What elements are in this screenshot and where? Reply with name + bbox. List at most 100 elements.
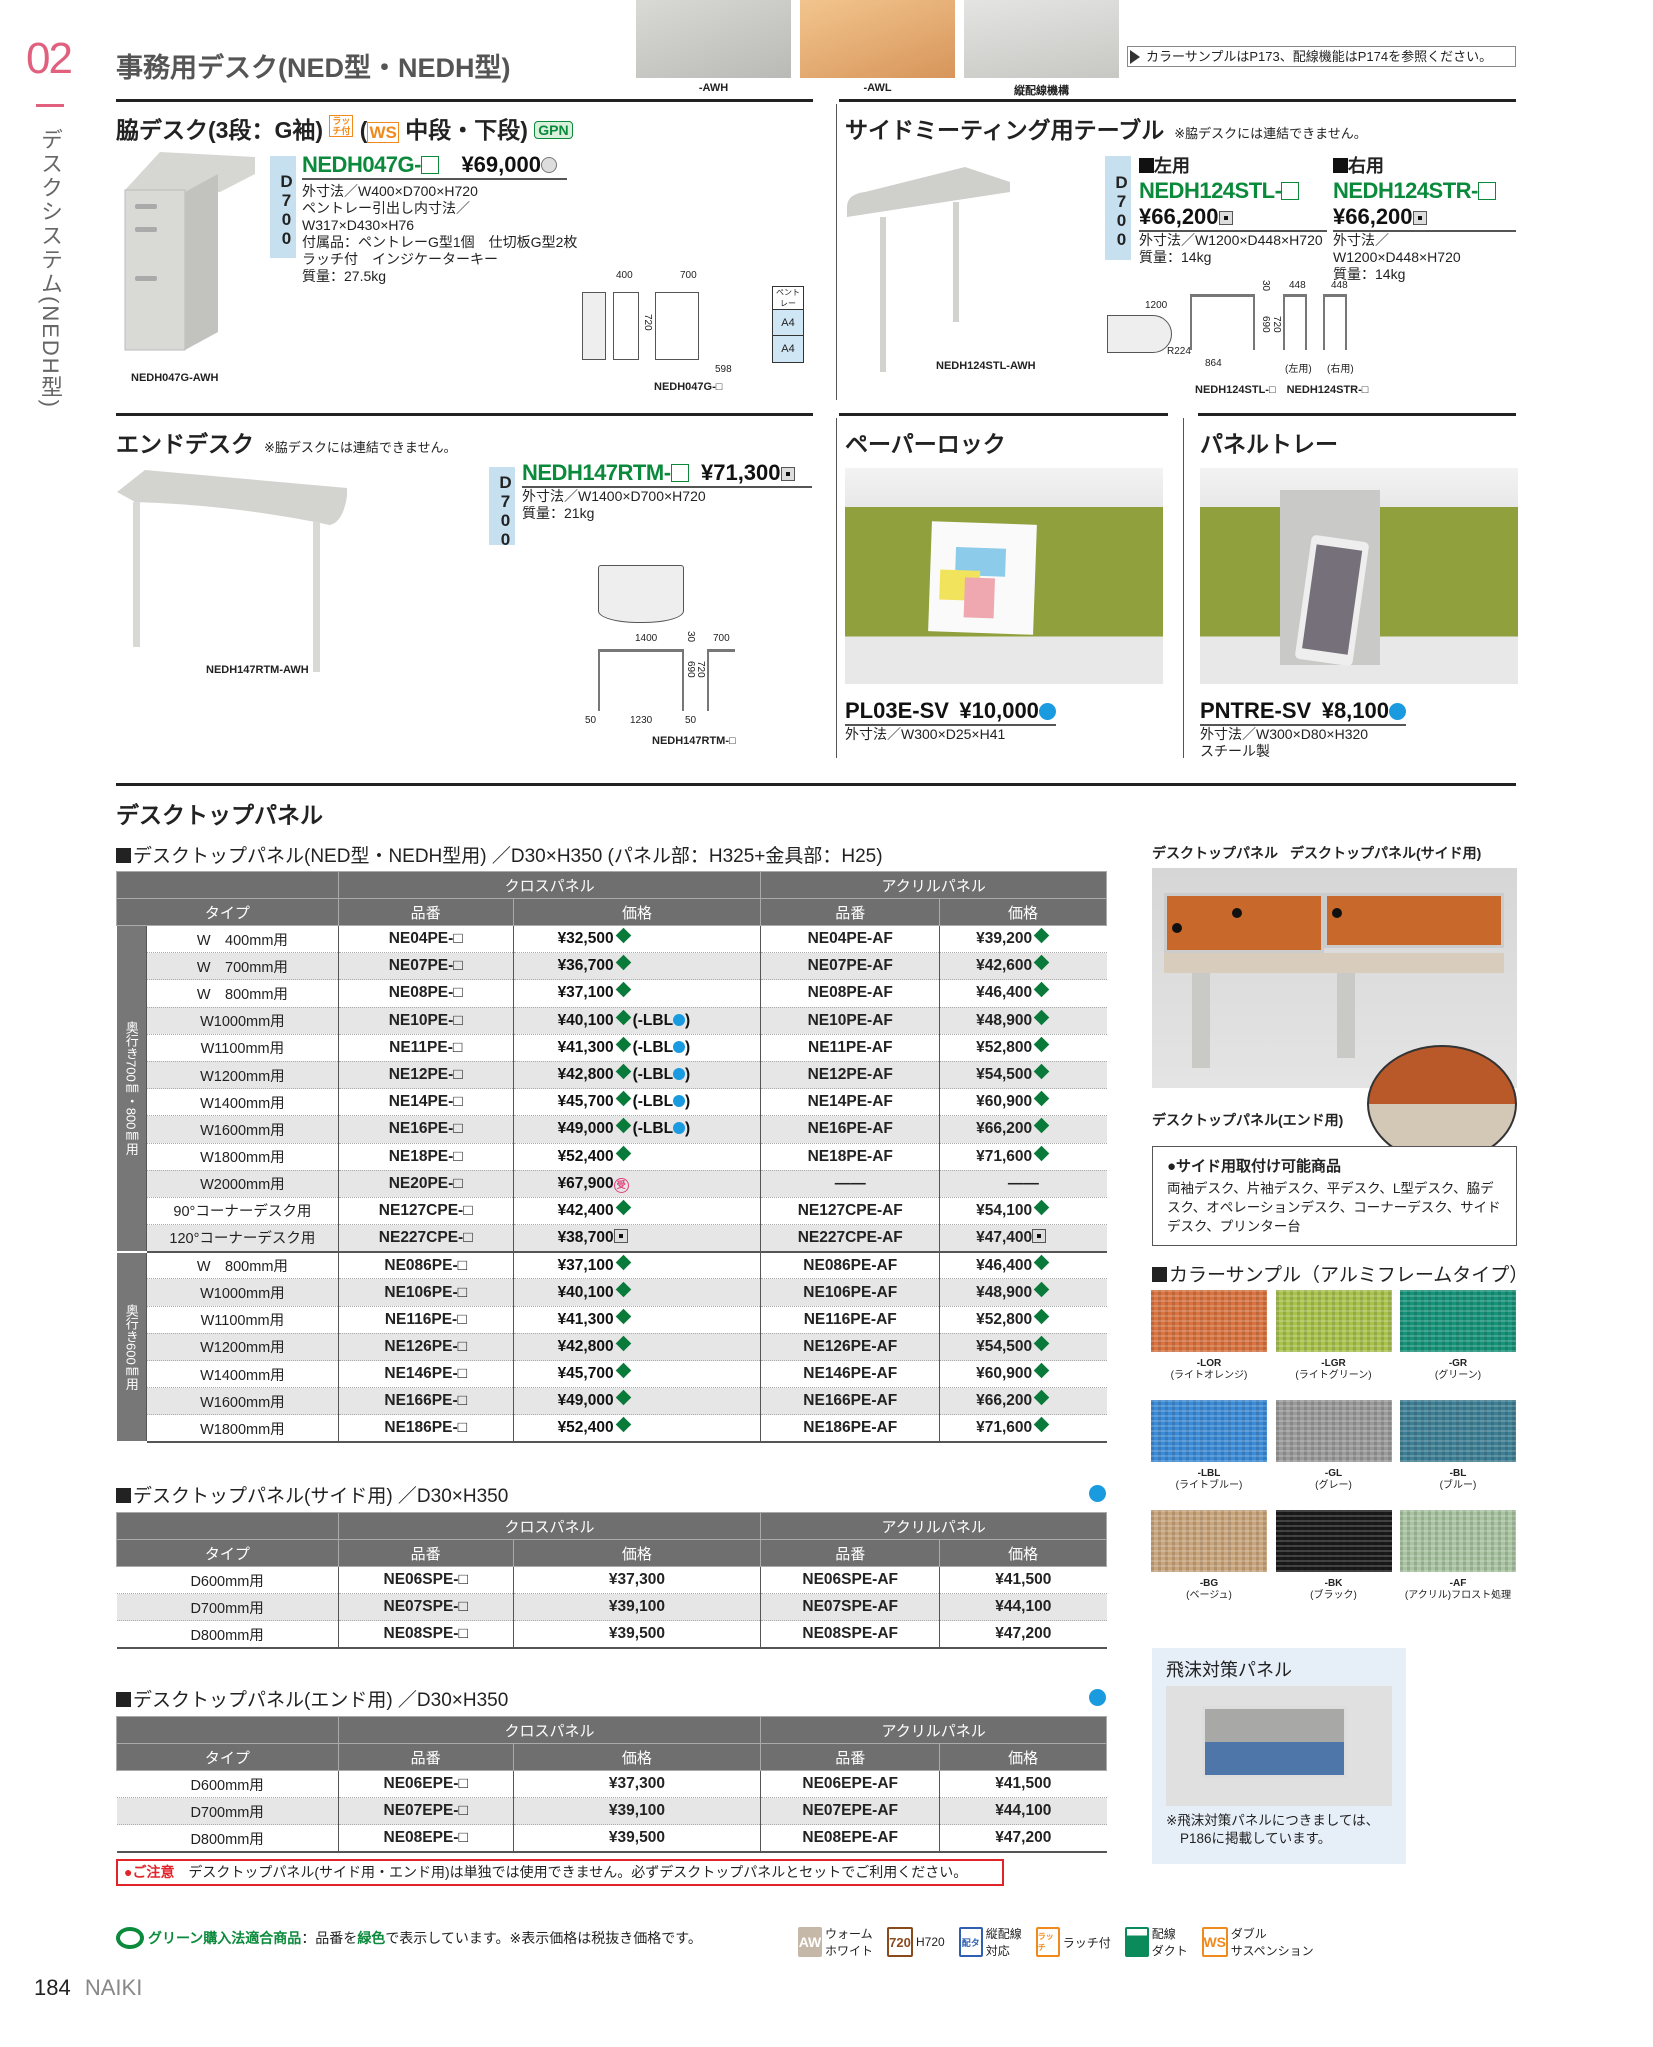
side-desk-title-text: 脇デスク(3段：G袖)	[116, 117, 323, 143]
divider	[116, 99, 813, 102]
acrylic-code-cell-text: NE146PE-AF	[803, 1365, 898, 1383]
cross-price-cell: ¥41,300(-LBL)	[512, 1034, 761, 1062]
cross-code-cell-text: NE08EPE-□	[383, 1829, 468, 1847]
color-code: -GL	[1324, 1468, 1343, 1479]
product-code: PNTRE-SV	[1200, 698, 1312, 723]
acrylic-price-cell-text: ¥47,400	[976, 1228, 1033, 1246]
made-to-order-icon: 受	[613, 1177, 629, 1193]
acrylic-code-cell-text: NE18PE-AF	[807, 1147, 893, 1165]
type-cell: D800mm用	[116, 1620, 339, 1650]
callout-dot	[1172, 923, 1182, 933]
spec-line: ラッチ付 インジケーターキー	[302, 251, 498, 267]
cross-price-cell: ¥39,100	[512, 1593, 761, 1622]
cross-code-cell-text: NE126PE-□	[384, 1337, 467, 1355]
green-diamond-icon	[1033, 1063, 1050, 1080]
acrylic-code-cell-text: NE14PE-AF	[807, 1093, 893, 1111]
side-desk-specs: 外寸法／W400×D700×H720 ペントレー引出し内寸法／ W317×D43…	[302, 183, 577, 285]
blue-circle-icon	[673, 1040, 686, 1053]
cross-code-cell: NE086PE-□	[337, 1251, 514, 1280]
grey-circle-icon	[540, 157, 557, 173]
spec-line: 付属品：ペントレーG型1個 仕切板G型2枚	[302, 234, 578, 250]
green-diamond-icon	[615, 1390, 631, 1406]
depth-tag: D700	[489, 467, 515, 549]
acrylic-price-cell-text: ¥48,900	[976, 1283, 1033, 1301]
product-price: ¥66,200	[1139, 204, 1219, 229]
title-text: サイドミーティング用テーブル	[845, 117, 1165, 143]
legend-label: ラッチ付	[1062, 1935, 1111, 1950]
cross-price-cell-text: ¥67,900	[557, 1174, 614, 1192]
product-price: ¥69,000	[461, 152, 541, 177]
acrylic-code-cell: NE06SPE-AF	[760, 1566, 940, 1595]
cross-price-cell: ¥42,800(-LBL)	[512, 1061, 761, 1090]
cross-price-cell-text: ¥39,100	[608, 1802, 665, 1820]
type-cell-text: D600mm用	[190, 1573, 264, 1590]
acrylic-price-cell-text: ¥41,500	[995, 1775, 1052, 1793]
lbl-note: (-LBL)	[633, 1120, 691, 1137]
header-cross-panel: クロスパネル	[337, 1512, 762, 1540]
green-diamond-icon	[615, 1254, 631, 1270]
cross-code-cell: NE126PE-□	[337, 1333, 514, 1362]
dim-label: 700	[713, 633, 730, 644]
acrylic-code-cell: NE04PE-AF	[760, 925, 940, 954]
page-number: 184	[34, 1975, 71, 2000]
type-cell: 90°コーナーデスク用	[145, 1197, 339, 1226]
type-cell: W1000mm用	[145, 1007, 339, 1035]
page-footer: 184 NAIKI	[34, 1975, 142, 2001]
header-type: タイプ	[116, 1539, 339, 1567]
acrylic-price-cell-text: ¥54,500	[976, 1337, 1033, 1355]
green-diamond-icon	[615, 1308, 631, 1324]
cross-code-cell-text: NE06EPE-□	[383, 1775, 468, 1793]
green-diamond-icon	[615, 955, 631, 971]
cross-code-cell: NE227CPE-□	[337, 1224, 514, 1253]
header-code: 品番	[337, 1539, 514, 1567]
blue-circle-icon	[1089, 1485, 1106, 1502]
dim-label: 690	[1260, 316, 1271, 333]
color-placeholder-icon	[420, 156, 439, 174]
header-blank	[116, 1512, 339, 1540]
acrylic-code-cell: NE106PE-AF	[760, 1278, 940, 1307]
spec-line: 外寸法／W300×D25×H41	[845, 726, 1006, 742]
dim-label: 720	[1271, 316, 1282, 333]
acrylic-price-cell: ¥66,200	[939, 1115, 1107, 1144]
acrylic-price-cell-text: ¥60,900	[976, 1093, 1033, 1111]
green-diamond-icon	[1033, 955, 1050, 971]
color-name: (アクリル)フロスト処理	[1404, 1590, 1512, 1601]
color-swatch-label: -LOR(ライトオレンジ)	[1151, 1358, 1267, 1382]
legend-label: ホワイト	[825, 1944, 874, 1958]
cross-code-cell-text: NE08PE-□	[388, 984, 463, 1002]
header-price: 価格	[939, 1539, 1107, 1567]
cross-code-cell: NE166PE-□	[337, 1387, 514, 1416]
color-swatch-label: -GL(グレー)	[1276, 1468, 1392, 1492]
green-text: 緑色	[357, 1930, 386, 1946]
acrylic-code-cell: NE166PE-AF	[760, 1387, 940, 1416]
green-diamond-icon	[1033, 1281, 1050, 1297]
cross-price-cell: ¥40,100	[512, 1278, 761, 1307]
product-code: NEDH124STR-	[1333, 178, 1478, 203]
green-diamond-icon	[1033, 1390, 1050, 1406]
product-price: ¥10,000	[959, 698, 1039, 723]
type-cell-text: W1600mm用	[200, 1122, 285, 1139]
acrylic-code-cell: NE08EPE-AF	[760, 1824, 940, 1854]
divider	[116, 413, 813, 416]
header-type: タイプ	[116, 1743, 339, 1771]
divider	[116, 783, 1516, 786]
acrylic-code-cell: NE07SPE-AF	[760, 1593, 940, 1622]
color-swatch	[1151, 1510, 1267, 1572]
legend-label: ダブル	[1230, 1927, 1267, 1941]
detail-inset-photo	[1367, 1045, 1517, 1163]
acrylic-code-cell: NE227CPE-AF	[760, 1224, 940, 1253]
acrylic-price-cell: ¥46,400	[939, 1251, 1107, 1280]
lbl-suffix: )	[685, 1120, 691, 1138]
acrylic-code-cell: ——	[760, 1170, 940, 1198]
green-diamond-icon	[615, 1009, 631, 1025]
type-cell-text: W1600mm用	[200, 1394, 285, 1411]
green-diamond-icon	[615, 1199, 631, 1216]
dim-label: 30	[685, 631, 696, 643]
acrylic-price-cell: ¥41,500	[939, 1566, 1107, 1595]
end-desk-title: エンドデスク※脇デスクには連結できません。	[116, 425, 457, 459]
product-code: NEDH147RTM-	[522, 460, 671, 485]
